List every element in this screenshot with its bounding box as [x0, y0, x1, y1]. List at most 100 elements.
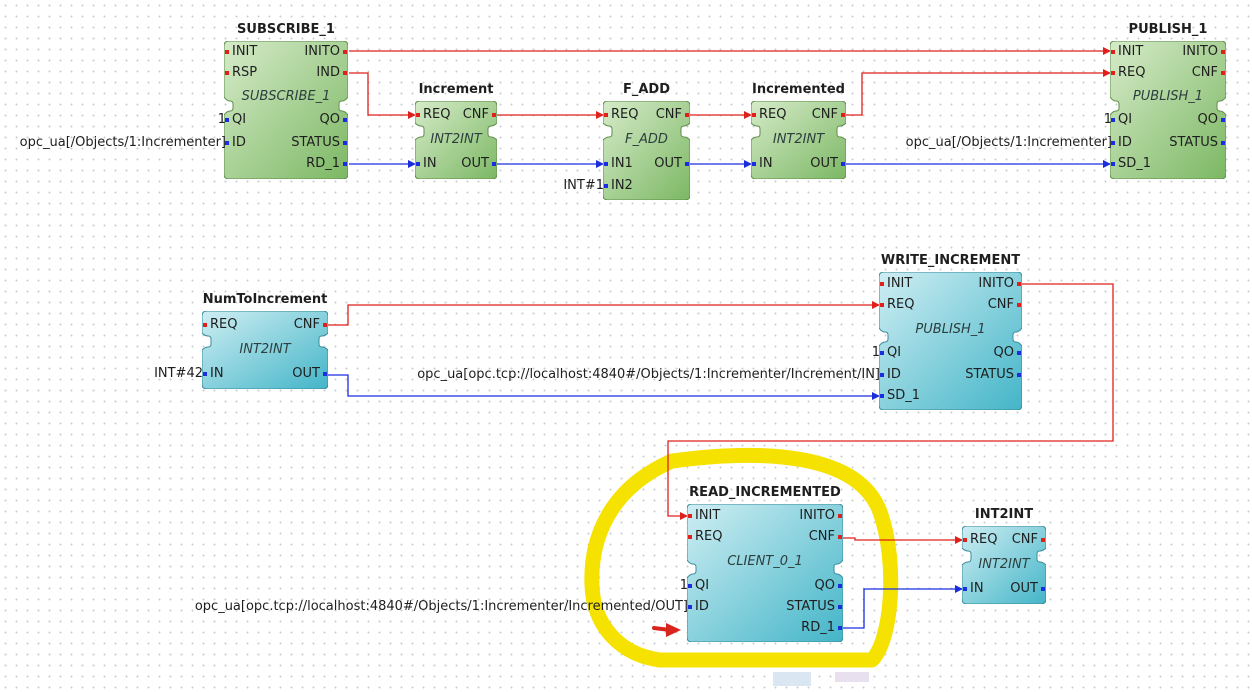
- data-input-marker: [225, 118, 229, 122]
- port-out[interactable]: OUT: [810, 156, 838, 171]
- port-inito[interactable]: INITO: [1182, 44, 1218, 59]
- port-rd-1[interactable]: RD_1: [801, 620, 835, 635]
- port-cnf[interactable]: CNF: [808, 529, 835, 544]
- port-rsp[interactable]: RSP: [232, 65, 258, 80]
- port-in2[interactable]: IN2: [611, 178, 633, 193]
- port-in[interactable]: IN: [759, 156, 773, 171]
- port-req[interactable]: REQ: [759, 107, 787, 122]
- port-qi[interactable]: QI: [1118, 112, 1133, 127]
- port-inito[interactable]: INITO: [978, 276, 1014, 291]
- port-cnf[interactable]: CNF: [462, 107, 489, 122]
- port-status[interactable]: STATUS: [965, 367, 1014, 382]
- port-id[interactable]: ID: [695, 599, 709, 614]
- fb-instance-name: PUBLISH_1: [1128, 22, 1208, 37]
- fb-increment[interactable]: Increment REQ CNF INT2INT IN OUT: [415, 82, 497, 179]
- fb-subscribe-1[interactable]: SUBSCRIBE_1 INIT RSP INITO IND SUBSCRIBE…: [224, 22, 348, 179]
- fb-body: [962, 526, 1046, 604]
- port-status[interactable]: STATUS: [291, 135, 340, 150]
- port-qo[interactable]: QO: [814, 578, 835, 593]
- fb-type-name: INT2INT: [239, 342, 291, 357]
- wire-write-inito-read-init[interactable]: [667, 283, 1114, 520]
- port-req[interactable]: REQ: [611, 107, 639, 122]
- port-cnf[interactable]: CNF: [987, 297, 1014, 312]
- port-id[interactable]: ID: [1118, 135, 1132, 150]
- port-sd-1[interactable]: SD_1: [887, 388, 921, 403]
- port-qi[interactable]: QI: [232, 112, 247, 127]
- fb-instance-name: READ_INCREMENTED: [689, 485, 841, 500]
- port-ind[interactable]: IND: [316, 65, 340, 80]
- param-pub1-qi[interactable]: 1: [1103, 112, 1112, 127]
- fb-type-name: PUBLISH_1: [915, 322, 986, 337]
- port-qi[interactable]: QI: [695, 578, 710, 593]
- port-qo[interactable]: QO: [993, 345, 1014, 360]
- param-read-qi[interactable]: 1: [679, 578, 688, 593]
- port-in1[interactable]: IN1: [611, 156, 633, 171]
- port-req[interactable]: REQ: [1118, 65, 1146, 80]
- port-in[interactable]: IN: [970, 581, 984, 596]
- port-qo[interactable]: QO: [319, 112, 340, 127]
- wire-read-cnf-int2int-req[interactable]: [843, 536, 963, 544]
- port-status[interactable]: STATUS: [1169, 135, 1218, 150]
- fb-instance-name: NumToIncrement: [202, 292, 328, 307]
- port-cnf[interactable]: CNF: [655, 107, 682, 122]
- port-req[interactable]: REQ: [695, 529, 723, 544]
- port-inito[interactable]: INITO: [799, 508, 835, 523]
- data-input-marker: [880, 394, 884, 398]
- param-sub1-id[interactable]: opc_ua[/Objects/1:Incrementer]: [19, 135, 226, 150]
- port-init[interactable]: INIT: [232, 44, 258, 59]
- event-output-marker: [841, 113, 845, 117]
- port-out[interactable]: OUT: [461, 156, 489, 171]
- port-sd-1[interactable]: SD_1: [1118, 156, 1152, 171]
- port-req[interactable]: REQ: [210, 317, 238, 332]
- port-cnf[interactable]: CNF: [1191, 65, 1218, 80]
- port-qi[interactable]: QI: [887, 345, 902, 360]
- fb-incremented[interactable]: Incremented REQ CNF INT2INT IN OUT: [751, 82, 846, 179]
- port-req[interactable]: REQ: [887, 297, 915, 312]
- fb-type-name: INT2INT: [978, 557, 1030, 572]
- port-req[interactable]: REQ: [970, 532, 998, 547]
- data-input-marker: [1111, 141, 1115, 145]
- port-req[interactable]: REQ: [423, 107, 451, 122]
- port-out[interactable]: OUT: [654, 156, 682, 171]
- port-inito[interactable]: INITO: [304, 44, 340, 59]
- fb-write-increment[interactable]: WRITE_INCREMENT INIT REQ INITO CNF PUBLI…: [879, 253, 1022, 410]
- param-pub1-id[interactable]: opc_ua[/Objects/1:Incrementer]: [905, 135, 1112, 150]
- data-output-marker: [841, 162, 845, 166]
- port-cnf[interactable]: CNF: [811, 107, 838, 122]
- port-out[interactable]: OUT: [1010, 581, 1038, 596]
- fb-publish-1[interactable]: PUBLISH_1 INIT REQ INITO CNF PUBLISH_1 Q…: [1110, 22, 1226, 179]
- port-init[interactable]: INIT: [1118, 44, 1144, 59]
- data-input-marker: [963, 587, 967, 591]
- param-read-id[interactable]: opc_ua[opc.tcp://localhost:4840#/Objects…: [194, 599, 688, 614]
- port-rd-1[interactable]: RD_1: [306, 156, 340, 171]
- data-output-marker: [323, 372, 327, 376]
- fb-f-add[interactable]: F_ADD REQ CNF F_ADD IN1 IN2 OUT: [603, 82, 690, 200]
- fb-int2int[interactable]: INT2INT REQ CNF INT2INT IN OUT: [962, 507, 1046, 604]
- port-qo[interactable]: QO: [1197, 112, 1218, 127]
- data-output-marker: [343, 118, 347, 122]
- param-write-qi[interactable]: 1: [871, 345, 880, 360]
- fb-numtoincrement[interactable]: NumToIncrement REQ CNF INT2INT IN OUT: [202, 292, 328, 389]
- thumbnail-artifact: [835, 672, 869, 682]
- param-fadd-in2[interactable]: INT#1: [563, 178, 604, 193]
- port-in[interactable]: IN: [210, 366, 224, 381]
- port-init[interactable]: INIT: [887, 276, 913, 291]
- wire-num-cnf-write-req[interactable]: [328, 301, 880, 326]
- port-id[interactable]: ID: [232, 135, 246, 150]
- port-status[interactable]: STATUS: [786, 599, 835, 614]
- wire-sub-ind-increment-req[interactable]: [349, 72, 416, 119]
- param-write-id[interactable]: opc_ua[opc.tcp://localhost:4840#/Objects…: [417, 367, 880, 382]
- port-init[interactable]: INIT: [695, 508, 721, 523]
- param-sub1-qi[interactable]: 1: [217, 112, 226, 127]
- wire-read-rd1-int2int-in[interactable]: [843, 585, 963, 629]
- port-id[interactable]: ID: [887, 367, 901, 382]
- port-out[interactable]: OUT: [292, 366, 320, 381]
- wire-incremented-cnf-pub-req[interactable]: [846, 69, 1111, 116]
- port-cnf[interactable]: CNF: [293, 317, 320, 332]
- port-in[interactable]: IN: [423, 156, 437, 171]
- param-num-in[interactable]: INT#42: [154, 366, 203, 381]
- fb-read-incremented[interactable]: READ_INCREMENTED INIT REQ INITO CNF CLIE…: [687, 485, 843, 642]
- port-cnf[interactable]: CNF: [1011, 532, 1038, 547]
- wire-num-out-write-sd1[interactable]: [328, 374, 880, 400]
- fb-body: [603, 101, 690, 200]
